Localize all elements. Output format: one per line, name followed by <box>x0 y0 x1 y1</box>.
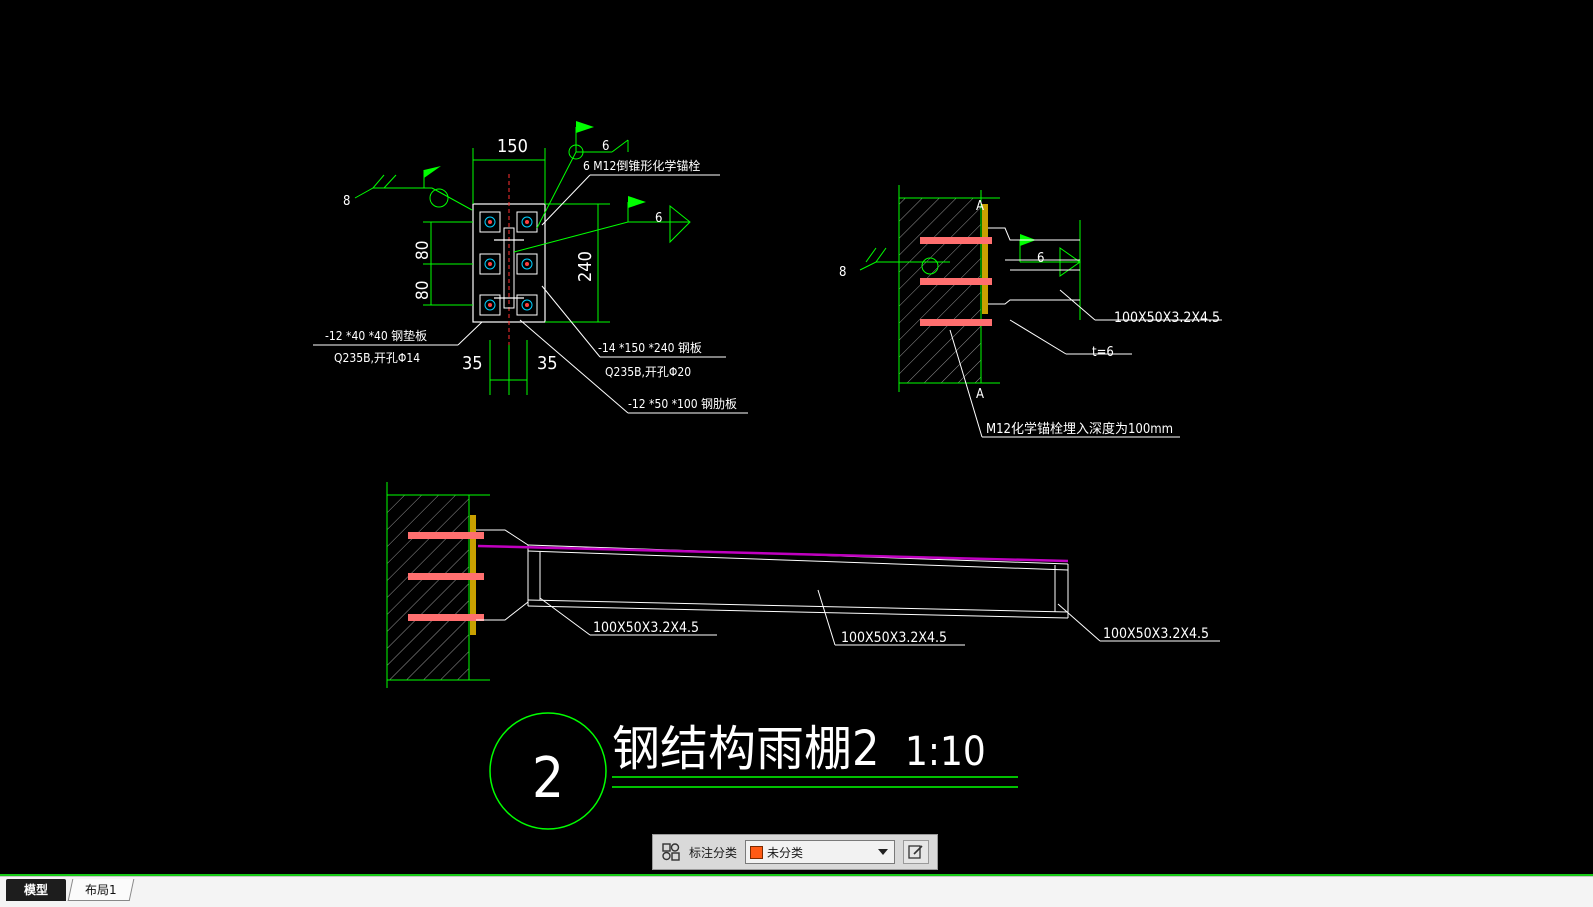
dim-150: 150 <box>497 136 528 157</box>
wall-hatch <box>899 198 981 383</box>
weld-size-top: 6 <box>602 139 609 154</box>
elevation-label-mid: 100X50X3.2X4.5 <box>841 630 947 646</box>
tab-layout1[interactable]: 布局1 <box>67 879 135 901</box>
weld-size-left: 8 <box>343 194 350 209</box>
section-mark-top: A <box>976 199 984 214</box>
dim-240: 240 <box>575 251 596 282</box>
layout-tab-bar: 模型 布局1 <box>0 876 1593 907</box>
section-mark-bottom: A <box>976 387 984 402</box>
edit-icon <box>908 845 923 859</box>
annotation-label: 标注分类 <box>689 845 738 860</box>
side-view: A A 8 6 100X50X3.2X4.5 t=6 M12化学锚栓埋入深度为1… <box>839 185 1222 438</box>
side-anchors <box>920 237 992 326</box>
index-circle <box>489 712 607 830</box>
annotation-edit-button[interactable] <box>903 840 929 864</box>
plate-view: 150 240 80 80 35 35 8 6 6 6 M12倒锥形化学锚栓 -… <box>313 121 748 414</box>
embed-plate <box>982 204 988 314</box>
annotation-selected-value: 未分类 <box>767 845 804 860</box>
label-pad-1: -12 *40 *40 钢垫板 <box>325 328 427 343</box>
side-weld-right: 6 <box>1037 251 1044 266</box>
canvas-bottom-border <box>0 874 1593 876</box>
side-weld-left: 8 <box>839 265 846 280</box>
side-thickness-label: t=6 <box>1092 345 1114 360</box>
dim-80-b: 80 <box>413 281 433 300</box>
steel-plate <box>472 203 546 323</box>
label-plate-2: Q235B,开孔Φ20 <box>605 365 691 379</box>
side-anchor-depth-label: M12化学锚栓埋入深度为100mm <box>986 421 1173 437</box>
annotation-category-select[interactable]: 未分类 <box>745 840 895 864</box>
canopy-elevation: 100X50X3.2X4.5 100X50X3.2X4.5 100X50X3.2… <box>386 482 1220 688</box>
tab-layout1-label: 布局1 <box>85 883 117 897</box>
tab-model[interactable]: 模型 <box>6 879 66 901</box>
dim-35-b: 35 <box>537 353 558 374</box>
annotation-toolbar: 标注分类 未分类 <box>652 834 938 870</box>
drawing-title: 钢结构雨棚2 <box>612 721 879 777</box>
canopy-top-line <box>477 544 1069 563</box>
drawing-scale: 1:10 <box>905 729 986 775</box>
elevation-anchors <box>408 532 484 621</box>
elevation-label-right: 100X50X3.2X4.5 <box>1103 626 1209 642</box>
weld-flag <box>424 166 441 178</box>
drawing-canvas[interactable]: 150 240 80 80 35 35 8 6 6 6 M12倒锥形化学锚栓 -… <box>0 0 1593 860</box>
category-color-swatch <box>750 845 764 859</box>
title-block: 2 钢结构雨棚2 1:10 <box>489 712 1018 830</box>
dim-80-a: 80 <box>413 241 433 260</box>
dim-35-a: 35 <box>462 353 483 374</box>
elevation-label-left: 100X50X3.2X4.5 <box>593 620 699 636</box>
plate-dimensions <box>354 127 691 395</box>
label-plate-1: -14 *150 *240 钢板 <box>598 341 702 355</box>
cad-drawing: 150 240 80 80 35 35 8 6 6 6 M12倒锥形化学锚栓 -… <box>313 121 1222 830</box>
annotation-classify-icon[interactable] <box>661 842 681 862</box>
label-stiffener: -12 *50 *100 钢肋板 <box>628 396 737 411</box>
elevation-wall-hatch <box>387 495 469 680</box>
index-number: 2 <box>532 746 564 811</box>
side-section-label: 100X50X3.2X4.5 <box>1114 310 1220 326</box>
bolt-pads <box>479 211 538 316</box>
label-anchor-bolts: 6 M12倒锥形化学锚栓 <box>583 158 700 173</box>
weld-size-right: 6 <box>655 211 662 226</box>
chevron-down-icon <box>878 849 888 855</box>
label-pad-2: Q235B,开孔Φ14 <box>334 351 420 365</box>
stiffener-plate <box>503 227 515 309</box>
